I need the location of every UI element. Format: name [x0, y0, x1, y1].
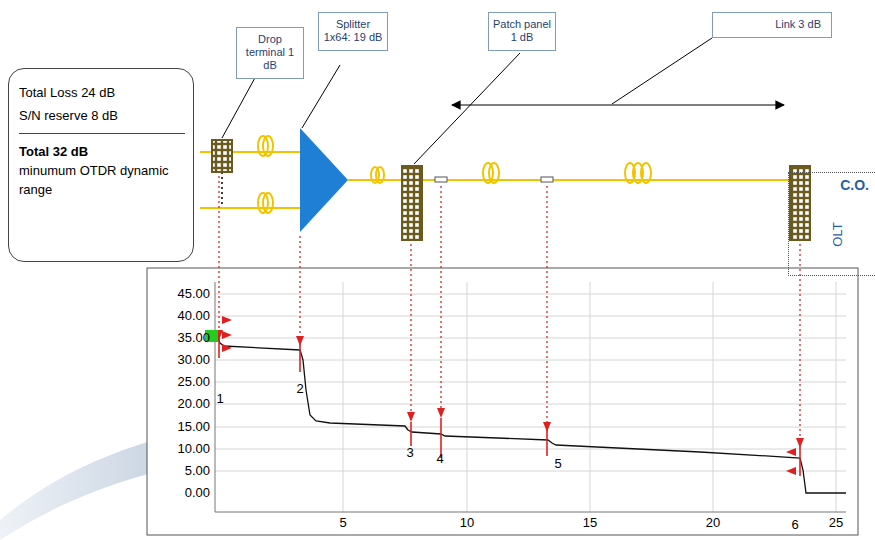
y-axis-label: 5.00 [150, 464, 210, 477]
dotted-link [221, 172, 223, 205]
central-office-box: C.O. OLT [788, 172, 875, 276]
x-axis-label: 10 [452, 516, 482, 529]
span-arrow [452, 104, 784, 105]
connector [541, 177, 553, 182]
event-number: 1 [214, 392, 226, 405]
y-axis-label: 15.00 [150, 420, 210, 433]
grid [215, 282, 846, 512]
y-axis-label: 45.00 [150, 287, 210, 300]
marker-arrow [222, 316, 796, 475]
y-axis-label: 40.00 [150, 309, 210, 322]
x-axis-label: 20 [698, 516, 728, 529]
x-axis-label: 5 [328, 516, 358, 529]
text-block: S/N reserve 8 dB [19, 106, 185, 125]
olt-panel [790, 166, 810, 240]
event-number: 2 [294, 382, 306, 395]
axis [215, 282, 846, 512]
component-tag: Link 3 dB [712, 12, 832, 38]
y-axis-label: 35.00 [150, 331, 210, 344]
text-block: Total Loss 24 dB [19, 83, 185, 102]
component-tag: Patch panel 1 dB [488, 12, 556, 51]
drop-terminal [212, 140, 232, 172]
event-number: 5 [552, 457, 564, 470]
event-marker [219, 330, 800, 476]
text-block: Drop terminal 1 dB [240, 33, 300, 72]
otdr-trace [217, 336, 846, 493]
text-block: Total 32 dB [19, 133, 185, 161]
y-axis-label: 20.00 [150, 397, 210, 410]
y-axis-label: 0.00 [150, 486, 210, 499]
x-axis-label: 15 [575, 516, 605, 529]
text-block: Patch panel 1 dB [492, 18, 552, 44]
y-axis-label: 30.00 [150, 353, 210, 366]
event-number: 3 [404, 446, 416, 459]
projection-arrowhead [215, 330, 804, 448]
connector [435, 177, 447, 182]
patch-panel [402, 166, 422, 240]
event-number: 4 [434, 452, 446, 465]
component-tag: Drop terminal 1 dB [236, 27, 304, 79]
loss-budget-box: Total Loss 24 dB S/N reserve 8 dB Total 32… [8, 68, 194, 262]
x-axis-label: 25 [821, 516, 851, 529]
chart-frame [147, 268, 858, 535]
text-block: Splitter 1x64: 19 dB [322, 18, 384, 44]
text-block: OLT [830, 222, 845, 246]
text-block: Link 3 dB [716, 18, 821, 31]
y-axis-label: 10.00 [150, 442, 210, 455]
projection-line [219, 176, 800, 438]
y-axis-label: 25.00 [150, 375, 210, 388]
fiber [200, 152, 800, 208]
event-number: 6 [789, 518, 801, 531]
text-block: C.O. [789, 177, 875, 193]
text-block: minumum OTDR dynamic range [19, 161, 185, 199]
splitter-symbol [300, 128, 348, 232]
component-tag: Splitter 1x64: 19 dB [318, 12, 388, 51]
